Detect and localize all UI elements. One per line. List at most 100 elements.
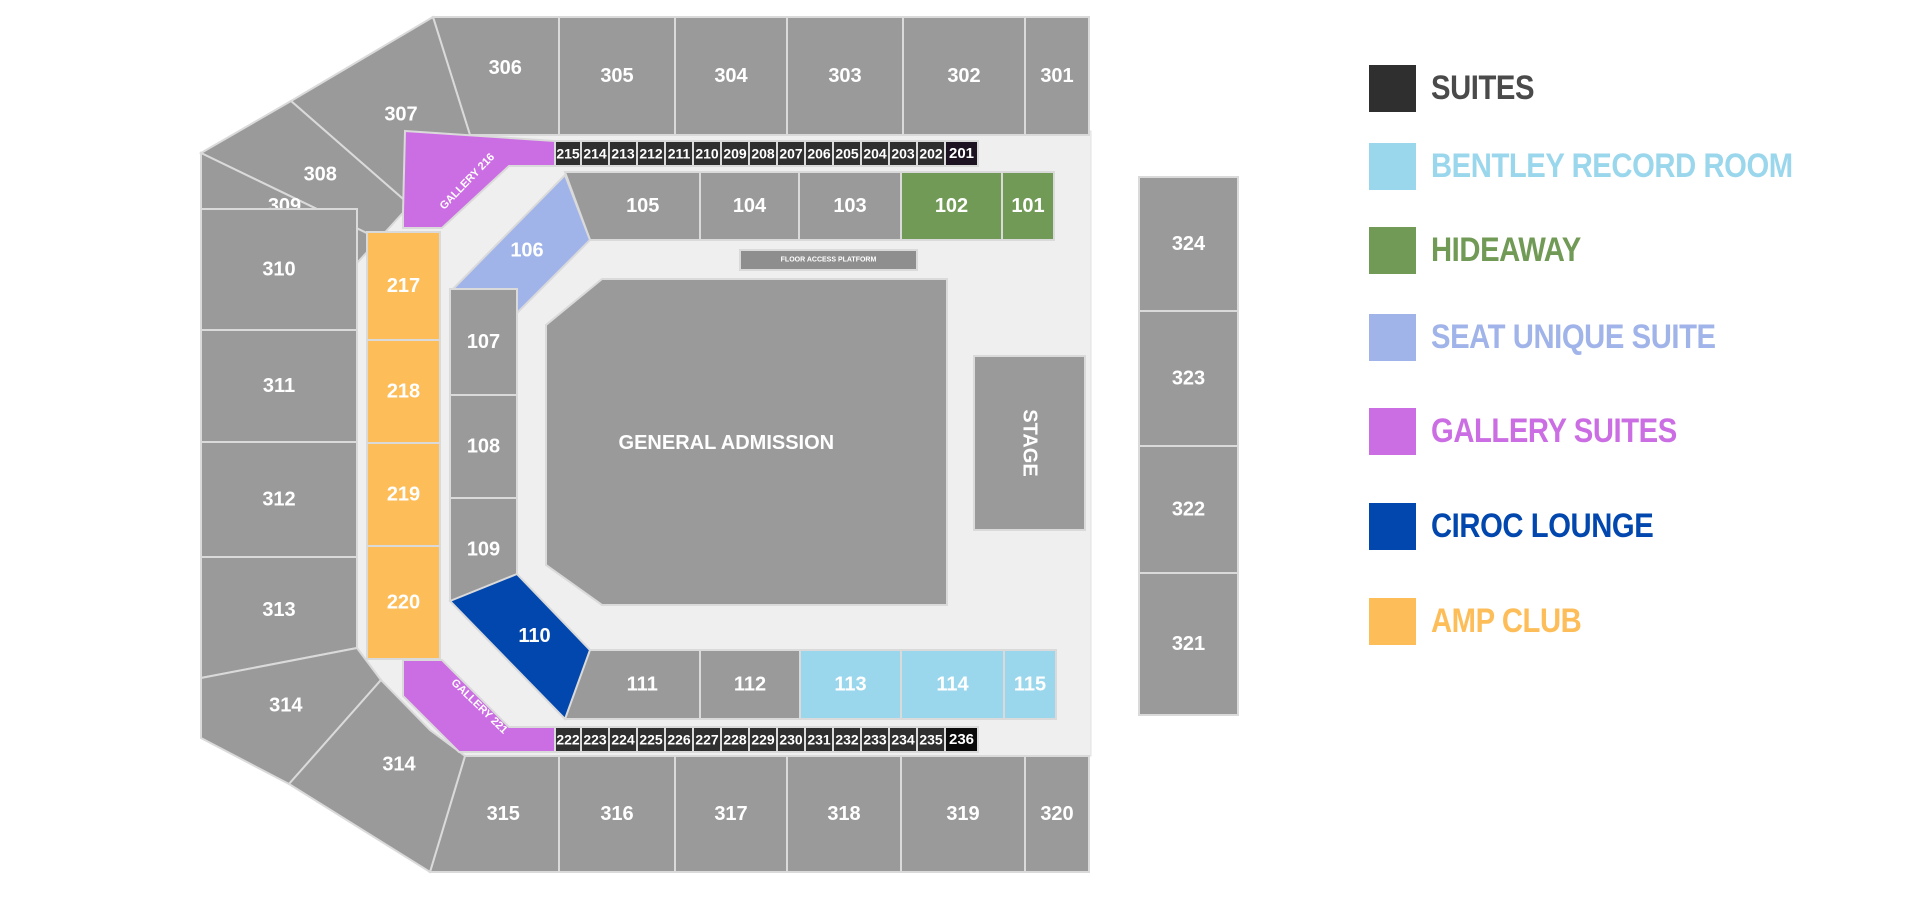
legend-swatch [1369,142,1416,190]
section-205[interactable]: 205 [832,140,862,167]
section-232[interactable]: 232 [832,726,862,753]
section-223[interactable]: 223 [580,726,610,753]
section-310[interactable]: 310 [200,208,358,331]
section-107[interactable]: 107 [449,288,518,396]
section-202[interactable]: 202 [916,140,946,167]
section-231[interactable]: 231 [804,726,834,753]
section-235[interactable]: 235 [916,726,946,753]
section-label: 227 [695,732,719,748]
section-label: 206 [807,146,831,162]
section-302[interactable]: 302 [902,16,1026,136]
section-208[interactable]: 208 [748,140,778,167]
section-214[interactable]: 214 [580,140,610,167]
section-115[interactable]: 115 [1003,649,1057,720]
section-210[interactable]: 210 [692,140,722,167]
section-312[interactable]: 312 [200,441,358,558]
section-label: 307 [384,104,417,126]
section-305[interactable]: 305 [558,16,676,136]
section-213[interactable]: 213 [608,140,638,167]
section-stage[interactable]: STAGE [973,355,1086,531]
legend-label: AMP CLUB [1431,602,1582,640]
section-311[interactable]: 311 [200,329,358,443]
section-314[interactable]: 314 [287,678,467,874]
section-226[interactable]: 226 [664,726,694,753]
section-203[interactable]: 203 [888,140,918,167]
legend-swatch [1369,597,1416,645]
section-324[interactable]: 324 [1138,176,1239,312]
section-318[interactable]: 318 [786,755,902,873]
section-229[interactable]: 229 [748,726,778,753]
section-label: 102 [935,195,968,217]
section-301[interactable]: 301 [1024,16,1090,136]
section-114[interactable]: 114 [900,649,1005,720]
legend-label: CIROC LOUNGE [1431,507,1654,545]
section-201[interactable]: 201 [944,140,979,167]
section-label: 208 [751,146,775,162]
section-323[interactable]: 323 [1138,310,1239,447]
section-label: 105 [626,195,659,217]
section-227[interactable]: 227 [692,726,722,753]
section-236[interactable]: 236 [944,726,979,753]
section-320[interactable]: 320 [1024,755,1090,873]
section-general-admission[interactable]: GENERAL ADMISSION [545,278,948,606]
section-112[interactable]: 112 [699,649,801,720]
legend-label: SUITES [1431,69,1535,107]
section-102[interactable]: 102 [900,171,1003,241]
section-217[interactable]: 217 [366,231,441,341]
section-101[interactable]: 101 [1001,171,1055,241]
legend-swatch [1369,502,1416,550]
section-224[interactable]: 224 [608,726,638,753]
section-304[interactable]: 304 [674,16,788,136]
legend-item-seat-unique-suite: SEAT UNIQUE SUITE [1369,313,1762,361]
section-label: 103 [833,195,866,217]
section-233[interactable]: 233 [860,726,890,753]
section-label: 220 [387,592,420,614]
section-207[interactable]: 207 [776,140,806,167]
section-204[interactable]: 204 [860,140,890,167]
section-218[interactable]: 218 [366,339,441,444]
section-gallery-216[interactable]: GALLERY 216 [402,129,556,229]
section-label: 318 [827,803,860,825]
section-label: 323 [1172,368,1205,390]
section-317[interactable]: 317 [674,755,788,873]
section-110[interactable]: 110 [448,572,592,721]
legend-item-suites: SUITES [1369,64,1551,112]
section-220[interactable]: 220 [366,545,441,660]
section-212[interactable]: 212 [636,140,666,167]
section-label: 213 [611,146,635,162]
section-228[interactable]: 228 [720,726,750,753]
section-floor-access[interactable]: FLOOR ACCESS PLATFORM [739,249,918,271]
section-303[interactable]: 303 [786,16,904,136]
section-label: 109 [467,539,500,561]
section-108[interactable]: 108 [449,394,518,499]
section-215[interactable]: 215 [554,140,582,167]
section-label: 319 [946,803,979,825]
section-label: 207 [779,146,803,162]
legend-label: HIDEAWAY [1431,231,1581,269]
section-103[interactable]: 103 [798,171,902,241]
legend-item-bentley-record-room: BENTLEY RECORD ROOM [1369,142,1852,190]
section-label: 320 [1040,803,1073,825]
section-label: 108 [467,436,500,458]
section-234[interactable]: 234 [888,726,918,753]
section-219[interactable]: 219 [366,442,441,547]
section-206[interactable]: 206 [804,140,834,167]
section-104[interactable]: 104 [699,171,800,241]
section-113[interactable]: 113 [799,649,902,720]
section-321[interactable]: 321 [1138,572,1239,716]
section-222[interactable]: 222 [554,726,582,753]
section-label: 229 [751,732,775,748]
section-230[interactable]: 230 [776,726,806,753]
section-label: 303 [828,65,861,87]
section-225[interactable]: 225 [636,726,666,753]
section-label: 204 [863,146,887,162]
section-319[interactable]: 319 [900,755,1026,873]
section-209[interactable]: 209 [720,140,750,167]
section-211[interactable]: 211 [664,140,694,167]
section-label: 228 [723,732,747,748]
section-label: 218 [387,381,420,403]
section-322[interactable]: 322 [1138,445,1239,574]
section-label: 107 [467,331,500,353]
section-313[interactable]: 313 [200,556,358,680]
section-316[interactable]: 316 [558,755,676,873]
